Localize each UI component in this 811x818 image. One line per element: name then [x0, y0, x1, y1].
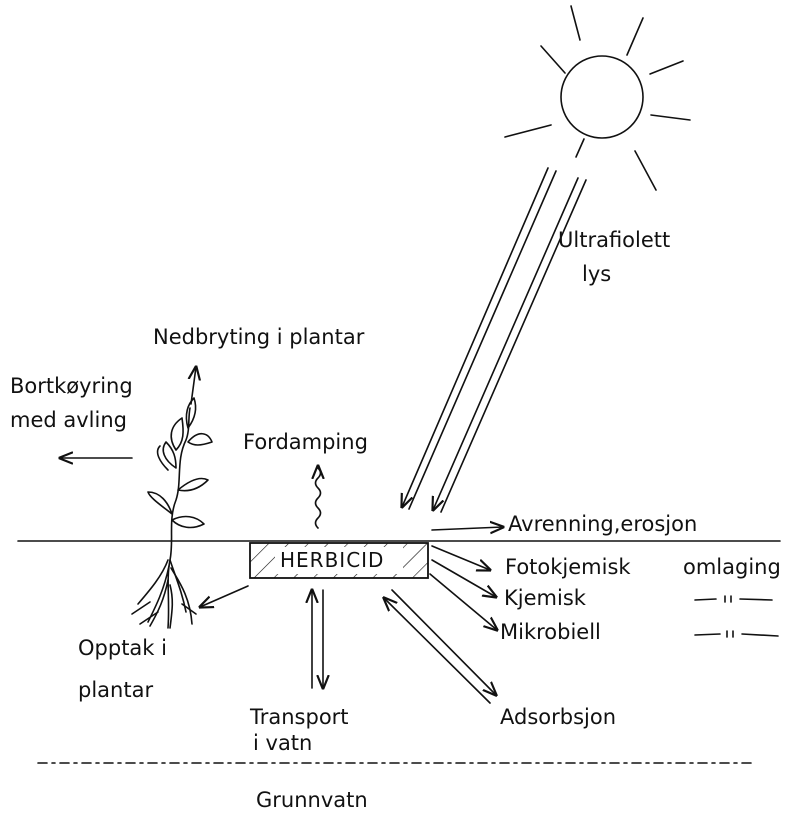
uv-label-line1: Ultrafiolett [558, 230, 670, 251]
plant-icon [132, 398, 212, 628]
microbial-label: Mikrobiell [500, 622, 601, 643]
plant-degradation-label: Nedbryting i plantar [153, 327, 364, 348]
transport-label-line1: Transport [250, 707, 349, 728]
ditto-marks [695, 596, 778, 637]
uv-arrows [402, 168, 586, 512]
removal-label-line1: Bortkøyring [10, 376, 133, 397]
chemical-arrow [432, 560, 496, 597]
transport-label-line2: i vatn [253, 733, 312, 754]
uptake-arrow [200, 586, 248, 607]
evaporation-label: Fordamping [243, 432, 368, 453]
removal-label-line2: med avling [10, 410, 127, 431]
microbial-arrow [430, 574, 497, 630]
adsorption-arrows [384, 590, 496, 703]
uptake-label-line1: Opptak i [78, 638, 167, 659]
uv-label-line2: lys [582, 264, 611, 285]
groundwater-label: Grunnvatn [256, 790, 368, 811]
uptake-label-line2: plantar [78, 680, 153, 701]
photochem-label: Fotokjemisk [505, 557, 631, 578]
chemical-label: Kjemisk [504, 588, 586, 609]
herbicide-label: HERBICID [280, 550, 384, 570]
conversion-label: omlaging [683, 557, 781, 578]
runoff-arrow [432, 527, 503, 530]
runoff-label: Avrenning,erosjon [508, 514, 697, 535]
sun-icon [505, 6, 690, 190]
evaporation-arrow [316, 466, 321, 528]
adsorption-label: Adsorbsjon [500, 707, 616, 728]
transport-arrows [312, 590, 323, 688]
photochem-arrow [432, 546, 490, 570]
